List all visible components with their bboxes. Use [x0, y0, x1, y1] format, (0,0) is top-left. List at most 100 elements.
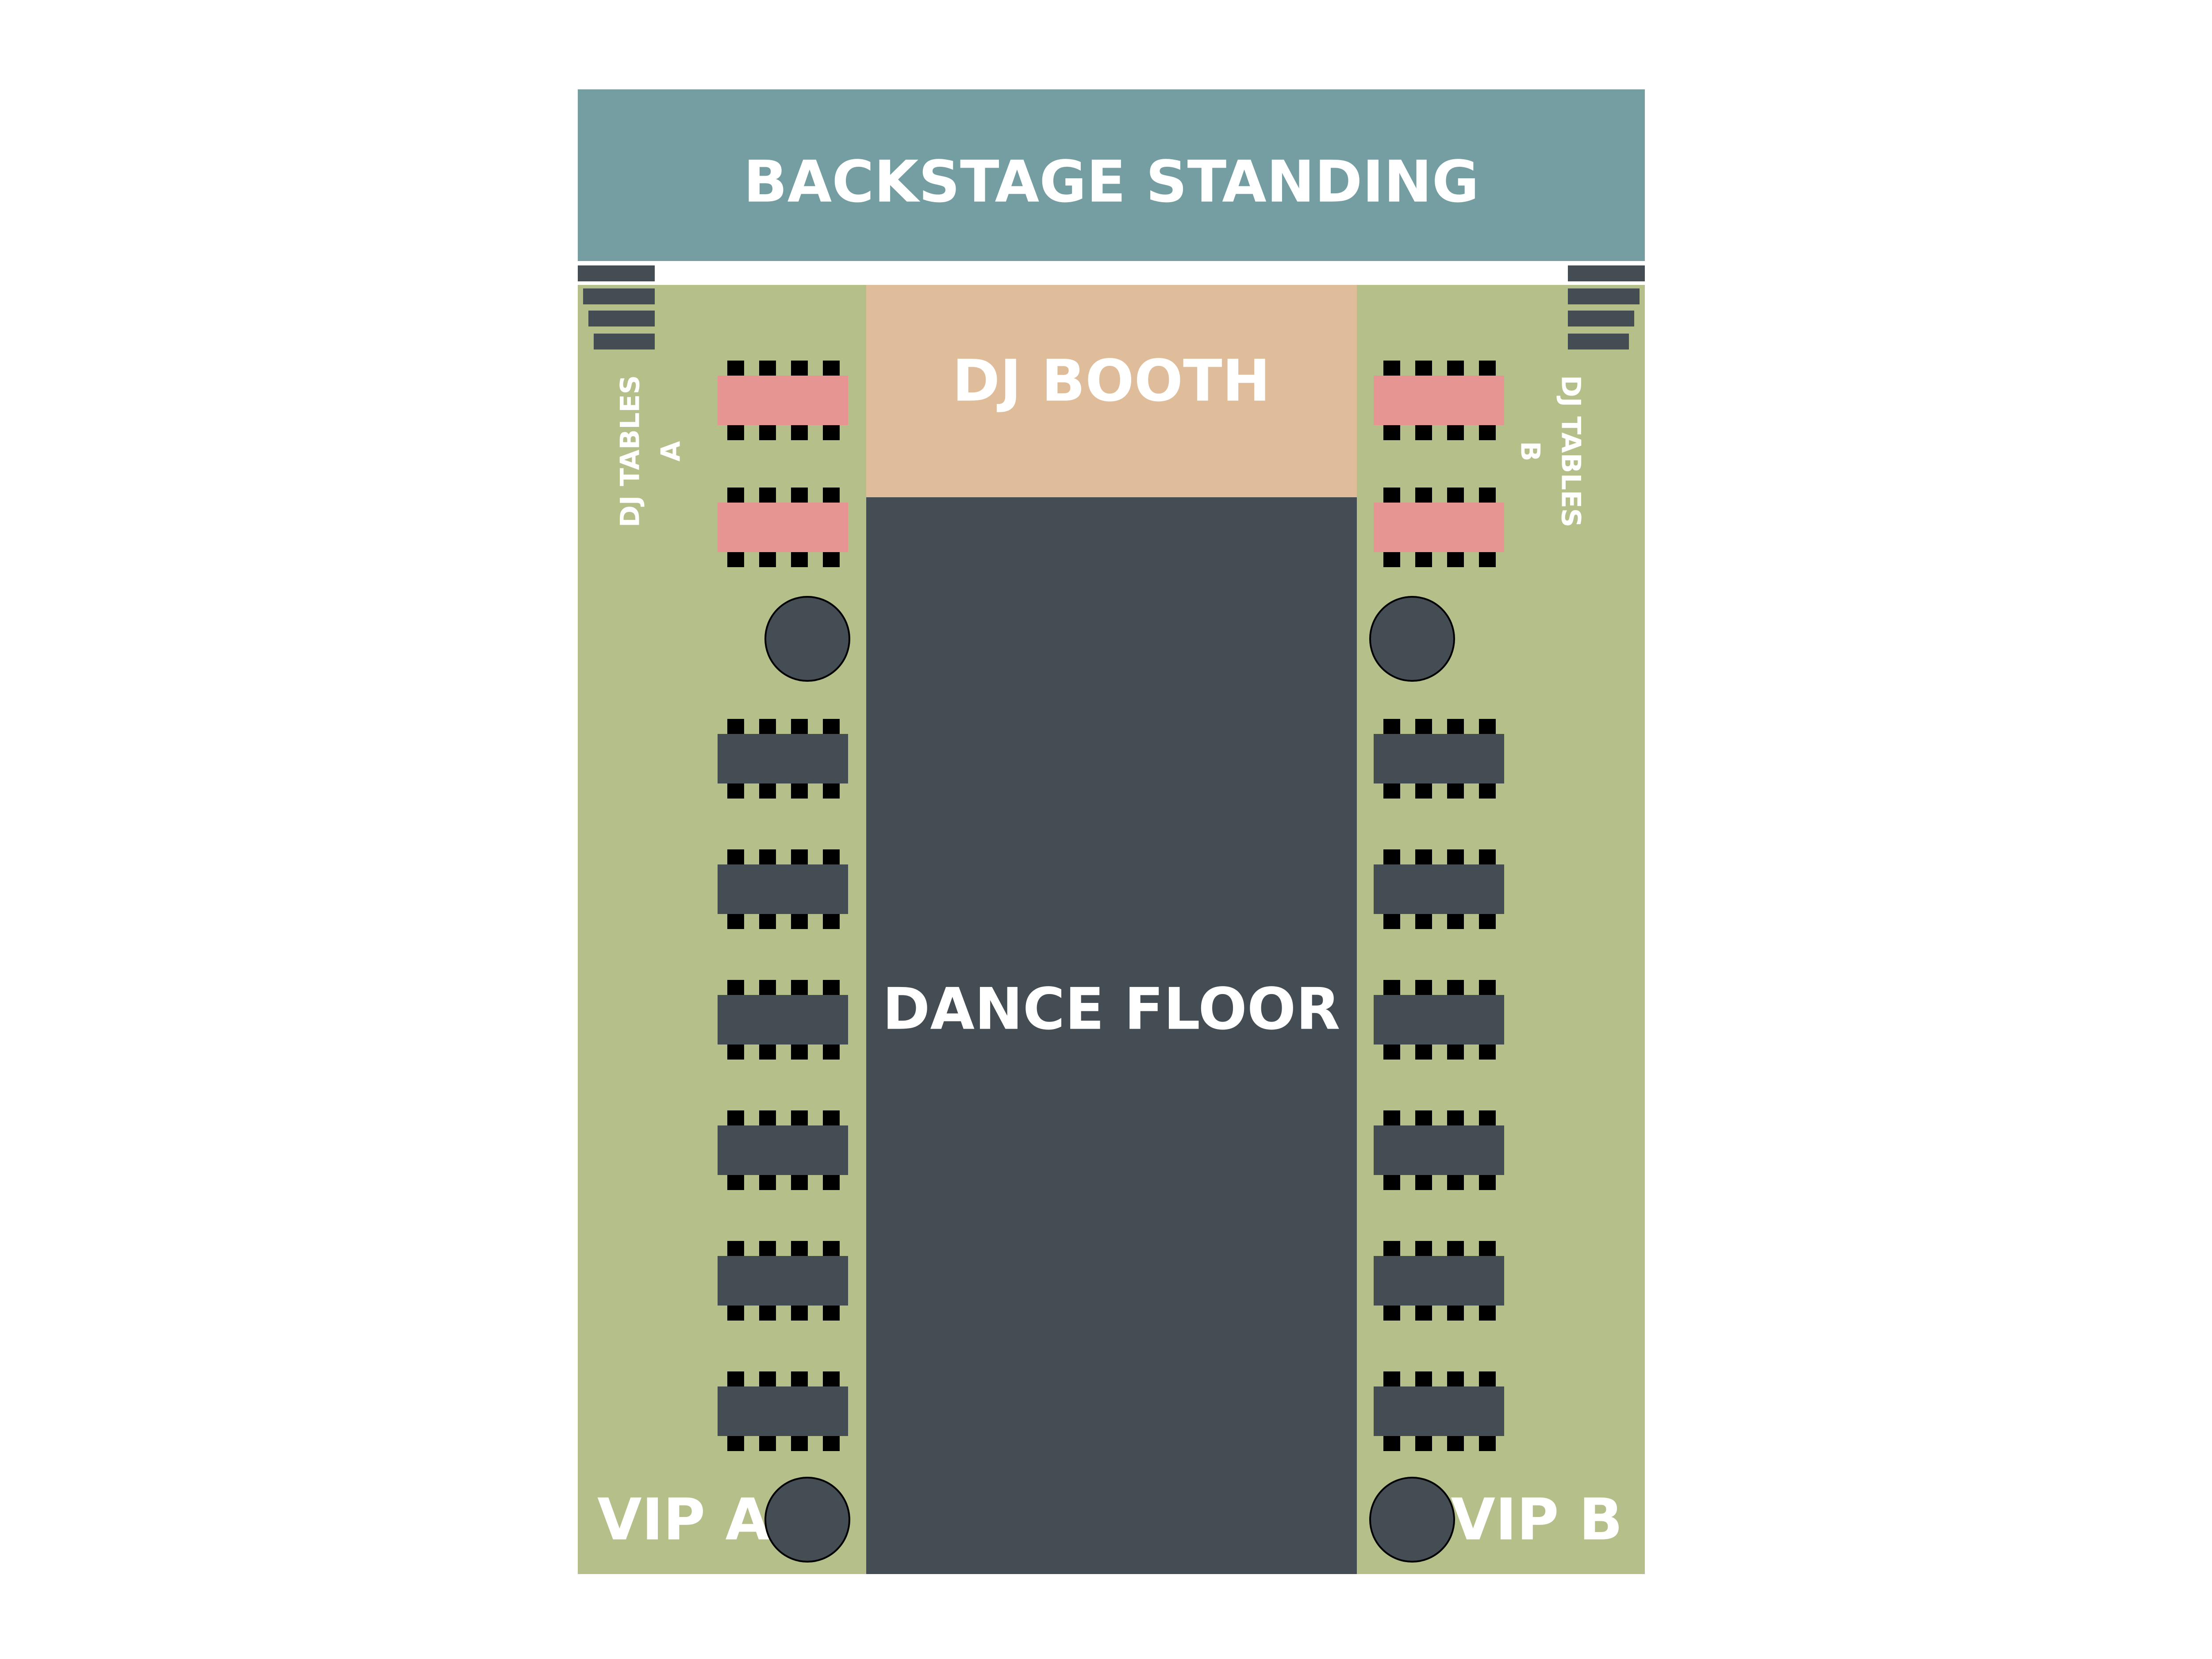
chair: [759, 1043, 776, 1060]
chair: [727, 488, 744, 504]
long-table[interactable]: [718, 1241, 848, 1321]
chair: [727, 849, 744, 866]
table-top: [1374, 1125, 1504, 1175]
dj-table[interactable]: [1374, 361, 1504, 440]
chair: [1447, 1110, 1464, 1127]
long-table[interactable]: [718, 1110, 848, 1190]
long-table[interactable]: [1374, 1371, 1504, 1451]
long-table[interactable]: [718, 1371, 848, 1451]
chair: [1383, 782, 1400, 799]
chair: [1479, 782, 1496, 799]
dj-booth-area[interactable]: DJ BOOTH: [866, 285, 1357, 497]
right-side-area: [1357, 285, 1645, 1574]
chair: [759, 980, 776, 997]
chair: [791, 488, 808, 504]
chair: [1447, 423, 1464, 440]
chair: [1383, 849, 1400, 866]
long-table[interactable]: [718, 849, 848, 929]
chair: [1447, 1434, 1464, 1451]
chair: [1415, 1371, 1432, 1388]
chair: [1415, 1434, 1432, 1451]
round-table[interactable]: [764, 596, 850, 682]
right-tables: [1374, 361, 1504, 1451]
chair: [791, 1241, 808, 1258]
chair: [1479, 1434, 1496, 1451]
chair: [759, 361, 776, 377]
chair: [823, 1043, 840, 1060]
chair: [1383, 423, 1400, 440]
table-top: [718, 734, 848, 783]
chair: [823, 1110, 840, 1127]
stair-step: [1568, 311, 1634, 326]
chair: [791, 423, 808, 440]
chair: [759, 782, 776, 799]
long-table[interactable]: [1374, 980, 1504, 1060]
long-table[interactable]: [718, 980, 848, 1060]
round-tables: [764, 596, 1455, 1563]
long-table[interactable]: [1374, 1241, 1504, 1321]
round-table[interactable]: [1369, 596, 1455, 682]
chair: [759, 1110, 776, 1127]
dj-table-top: [1374, 503, 1504, 552]
chair: [823, 550, 840, 567]
chair: [1447, 1241, 1464, 1258]
chair: [1415, 719, 1432, 736]
long-table[interactable]: [718, 719, 848, 799]
chair: [727, 550, 744, 567]
chair: [727, 1110, 744, 1127]
dance-floor-area[interactable]: DANCE FLOOR: [866, 497, 1357, 1574]
chair: [823, 782, 840, 799]
chair: [791, 782, 808, 799]
long-table[interactable]: [1374, 849, 1504, 929]
table-top: [718, 1386, 848, 1436]
chair: [759, 488, 776, 504]
chair: [1415, 1241, 1432, 1258]
dj-table[interactable]: [1374, 488, 1504, 567]
chair: [823, 980, 840, 997]
chair: [759, 1173, 776, 1190]
chair: [823, 1241, 840, 1258]
chair: [823, 423, 840, 440]
chair: [1479, 1043, 1496, 1060]
chair: [791, 1110, 808, 1127]
dj-table[interactable]: [718, 361, 848, 440]
chair: [759, 1241, 776, 1258]
dj-booth-block: [866, 285, 1357, 497]
chair: [1479, 1371, 1496, 1388]
chair: [1479, 849, 1496, 866]
backstage-label: BACKSTAGE STANDING: [744, 148, 1479, 215]
chair: [823, 1304, 840, 1321]
backstage-standing-area[interactable]: BACKSTAGE STANDING: [578, 89, 1645, 261]
chair: [1383, 361, 1400, 377]
chair: [759, 1434, 776, 1451]
dance-floor-block: [866, 497, 1357, 1574]
chair: [823, 361, 840, 377]
chair: [1415, 361, 1432, 377]
chair: [1479, 1241, 1496, 1258]
chair: [727, 1371, 744, 1388]
dj-table[interactable]: [718, 488, 848, 567]
vip-b-label: VIP B: [1451, 1486, 1623, 1553]
chair: [1415, 980, 1432, 997]
table-top: [718, 864, 848, 914]
chair: [759, 423, 776, 440]
chair: [727, 980, 744, 997]
chair: [759, 1304, 776, 1321]
chair: [823, 849, 840, 866]
chair: [823, 1434, 840, 1451]
chair: [1447, 361, 1464, 377]
right-stairs: [1568, 265, 1645, 349]
chair: [1415, 912, 1432, 929]
round-table[interactable]: [764, 1477, 850, 1563]
chair: [1383, 488, 1400, 504]
round-table[interactable]: [1369, 1477, 1455, 1563]
chair: [759, 849, 776, 866]
long-table[interactable]: [1374, 1110, 1504, 1190]
dj-table-top: [718, 376, 848, 425]
stair-step: [578, 265, 655, 281]
stair-step: [1568, 288, 1640, 304]
chair: [791, 1043, 808, 1060]
chair: [727, 1304, 744, 1321]
long-table[interactable]: [1374, 719, 1504, 799]
chair: [727, 912, 744, 929]
